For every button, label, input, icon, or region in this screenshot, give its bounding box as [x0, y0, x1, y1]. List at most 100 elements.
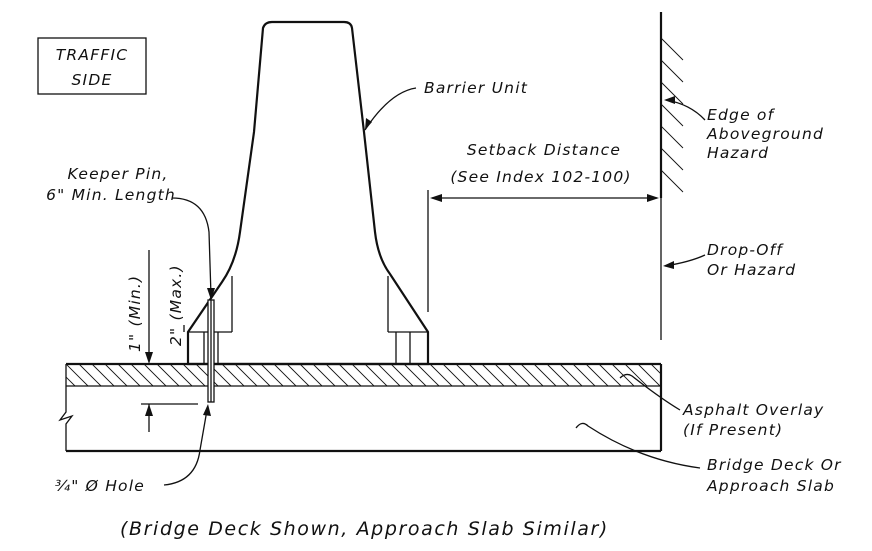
keeper-pin	[207, 299, 215, 403]
pin-depth-arrow	[145, 404, 153, 416]
drawing-caption: (Bridge Deck Shown, Approach Slab Simila…	[120, 518, 609, 540]
traffic-side-frame	[37, 37, 147, 95]
embed-dimensions: 1" (Min.) 2" (Max.)	[126, 250, 198, 432]
overlay-hatch-line	[338, 364, 362, 386]
edge-hazard-label-line1: Edge of	[707, 106, 776, 124]
deck-break-line	[58, 364, 74, 451]
overlay-hatch-line	[690, 364, 712, 386]
overlay-hatch-line	[286, 364, 310, 386]
traffic-side-label-line1: TRAFFIC	[56, 46, 128, 64]
overlay-hatch-line	[78, 364, 102, 386]
overlay-hatch-line	[260, 364, 284, 386]
edge-hazard-leader	[665, 99, 706, 121]
dropoff-arrow	[663, 261, 674, 269]
deck-label-line2: Approach Slab	[706, 477, 835, 495]
barrier-unit-label: Barrier Unit	[424, 79, 528, 97]
setback-label-line2: (See Index 102-100)	[450, 168, 631, 186]
overlay-hatch-line	[66, 364, 89, 386]
keeper-pin-label-line2: 6" Min. Length	[46, 186, 176, 204]
overlay-hatch-line	[650, 364, 661, 375]
overlay-hatch-line	[156, 364, 180, 386]
edge-hazard-label-line2: Aboveground	[706, 125, 824, 143]
overlay-hatch-line	[364, 364, 388, 386]
asphalt-overlay	[40, 362, 712, 387]
overlay-hatch-line	[117, 364, 141, 386]
overlay-hatch-line	[66, 376, 76, 386]
overlay-hatch-line	[429, 364, 453, 386]
overlay-hatch-line	[468, 364, 492, 386]
min-dim-arrow	[145, 352, 153, 364]
keeper-pin-callout: Keeper Pin, 6" Min. Length	[46, 165, 215, 300]
hole-arrow	[203, 404, 211, 416]
setback-arrow-left	[430, 194, 442, 202]
overlay-hatch-line	[664, 364, 686, 386]
wall-hatch-line	[660, 37, 684, 61]
overlay-hatch-line	[195, 364, 219, 386]
wall-hatch-line	[660, 81, 684, 105]
overlay-hatch-line	[572, 364, 596, 386]
overlay-hatch-line	[377, 364, 401, 386]
overlay-hatch-line	[585, 364, 609, 386]
overlay-hatch	[40, 364, 712, 386]
overlay-hatch-line	[221, 364, 245, 386]
keeper-pin-label-line1: Keeper Pin,	[68, 165, 169, 183]
overlay-hatch-line	[533, 364, 557, 386]
overlay-hatch-line	[559, 364, 583, 386]
overlay-hatch-line	[273, 364, 297, 386]
overlay-hatch-line	[520, 364, 544, 386]
overlay-hatch-line	[442, 364, 466, 386]
barrier-unit	[186, 20, 430, 366]
overlay-hatch-line	[130, 364, 154, 386]
max-dim-label: 2" (Max.)	[167, 264, 185, 346]
overlay-hatch-line	[351, 364, 375, 386]
asphalt-label-line2: (If Present)	[683, 421, 783, 439]
wall-hatch-line	[660, 169, 684, 193]
overlay-hatch-line	[299, 364, 323, 386]
wall-hatch-line	[660, 59, 684, 83]
setback-label-line1: Setback Distance	[467, 141, 621, 159]
overlay-hatch-line	[40, 364, 62, 386]
deck-label-line1: Bridge Deck Or	[707, 456, 842, 474]
overlay-hatch-line	[494, 364, 518, 386]
aboveground-hazard	[659, 12, 684, 340]
overlay-hatch-line	[455, 364, 479, 386]
deck-callout: Bridge Deck Or Approach Slab	[575, 422, 842, 495]
overlay-hatch-line	[598, 364, 622, 386]
asphalt-label-line1: Asphalt Overlay	[682, 401, 824, 419]
barrier-leader-arrow	[365, 118, 372, 130]
overlay-hatch-line	[104, 364, 128, 386]
overlay-hatch-line	[416, 364, 440, 386]
hole-leader	[163, 409, 208, 486]
traffic-side-box: TRAFFIC SIDE	[37, 37, 147, 95]
dropoff-label-line1: Drop-Off	[707, 241, 784, 259]
hole-label: ¾" Ø Hole	[55, 477, 145, 495]
overlay-hatch-line	[546, 364, 570, 386]
min-dim-label: 1" (Min.)	[126, 275, 144, 352]
overlay-hatch-line	[143, 364, 167, 386]
overlay-hatch-line	[481, 364, 505, 386]
dropoff-callout: Drop-Off Or Hazard	[663, 241, 796, 279]
dropoff-label-line2: Or Hazard	[707, 261, 796, 279]
overlay-hatch-line	[677, 364, 699, 386]
traffic-side-label-line2: SIDE	[72, 71, 113, 89]
setback-arrow-right	[647, 194, 659, 202]
barrier-unit-callout: Barrier Unit	[364, 79, 528, 131]
overlay-hatch-line	[507, 364, 531, 386]
bridge-deck-slab	[58, 364, 663, 453]
overlay-hatch-line	[312, 364, 336, 386]
overlay-hatch-line	[247, 364, 271, 386]
overlay-hatch-line	[169, 364, 193, 386]
barrier-outline	[186, 20, 430, 366]
overlay-hatch-line	[390, 364, 414, 386]
wall-hatch-line	[660, 125, 684, 149]
overlay-hatch-line	[91, 364, 115, 386]
keeper-pin-leader	[171, 197, 212, 297]
setback-dimension: Setback Distance (See Index 102-100)	[427, 141, 659, 312]
wall-hatch-line	[660, 147, 684, 171]
overlay-hatch-line	[182, 364, 206, 386]
hole-callout: ¾" Ø Hole	[55, 404, 211, 495]
asphalt-leader	[619, 373, 681, 411]
keeper-pin-arrow	[207, 288, 215, 300]
